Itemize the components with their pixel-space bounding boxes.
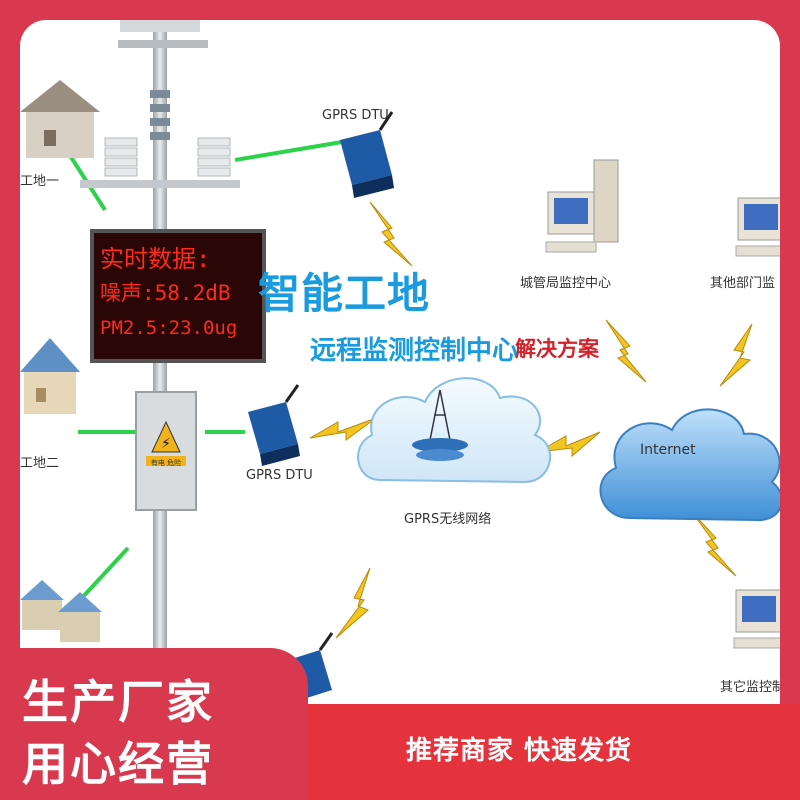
label-internet: Internet	[640, 442, 696, 458]
warning-icon	[151, 420, 181, 453]
house-icon	[20, 338, 80, 414]
diagram-title: 智能工地	[258, 269, 431, 318]
gprs-dtu-middle	[248, 384, 300, 466]
computer-icon	[733, 589, 780, 649]
banner-left-line-2: 用心经营	[22, 737, 214, 791]
diagram-artwork: ⚡ 有电 危险	[20, 20, 780, 760]
radio-tower-icon	[429, 389, 451, 441]
internet-cloud	[599, 408, 780, 522]
banner-left-line-1: 生产厂家	[22, 675, 214, 729]
diagram-subtitle-tag: 解决方案	[515, 337, 599, 361]
label-site-1: 工地一	[20, 174, 60, 189]
label-dtu-middle: GPRS DTU	[246, 468, 313, 483]
diagram-canvas: ⚡ 有电 危险	[20, 20, 780, 780]
led-line-1: 实时数据:	[100, 245, 211, 273]
lightning-icon	[691, 511, 737, 577]
link-pole-dtu-top	[234, 140, 343, 162]
computer-icon	[735, 197, 780, 257]
svg-text:⚡: ⚡	[161, 436, 171, 452]
lightning-icon	[335, 567, 371, 639]
label-other-dept: 其他部门监	[710, 276, 776, 291]
green-links	[58, 138, 343, 602]
diagram-subtitle: 远程监测控制中心	[310, 336, 519, 366]
banner-left: 生产厂家 用心经营	[0, 648, 308, 800]
gprs-cloud	[357, 377, 552, 484]
lightning-icon	[719, 323, 753, 387]
insulator-icon	[150, 90, 170, 140]
label-city-center: 城管局监控中心	[520, 276, 612, 291]
satellite-dish-icon	[412, 438, 468, 461]
houses-icon	[20, 580, 102, 642]
label-dtu-top: GPRS DTU	[322, 108, 389, 123]
monitor-pole: ⚡ 有电 危险	[80, 20, 240, 760]
lightning-icon	[309, 417, 377, 441]
label-other-center: 其它监控制	[720, 680, 780, 695]
wind-sensor-icon	[120, 20, 200, 32]
banner-right: 推荐商家 快速发货	[308, 704, 800, 800]
lightning-icon	[369, 201, 413, 267]
house-icon	[20, 80, 100, 158]
lightning-icon	[537, 431, 601, 458]
link-site3-pole	[78, 546, 130, 602]
radiation-shield-icon	[104, 137, 231, 177]
led-display: 实时数据: 噪声:58.2dB PM2.5:23.0ug	[90, 229, 266, 363]
label-gprs-network: GPRS无线网络	[404, 512, 492, 527]
led-line-3: PM2.5:23.0ug	[100, 317, 238, 339]
box-warning-label: 有电 危险	[151, 458, 181, 467]
lightning-icon	[605, 319, 647, 383]
lightning-links	[309, 201, 753, 639]
gprs-dtu-top	[340, 111, 394, 198]
banner-right-text: 推荐商家 快速发货	[406, 736, 633, 766]
computer-icon	[545, 159, 619, 253]
label-site-2: 工地二	[20, 456, 60, 471]
control-box: ⚡ 有电 危险	[135, 391, 197, 511]
led-line-2: 噪声:58.2dB	[100, 281, 231, 305]
